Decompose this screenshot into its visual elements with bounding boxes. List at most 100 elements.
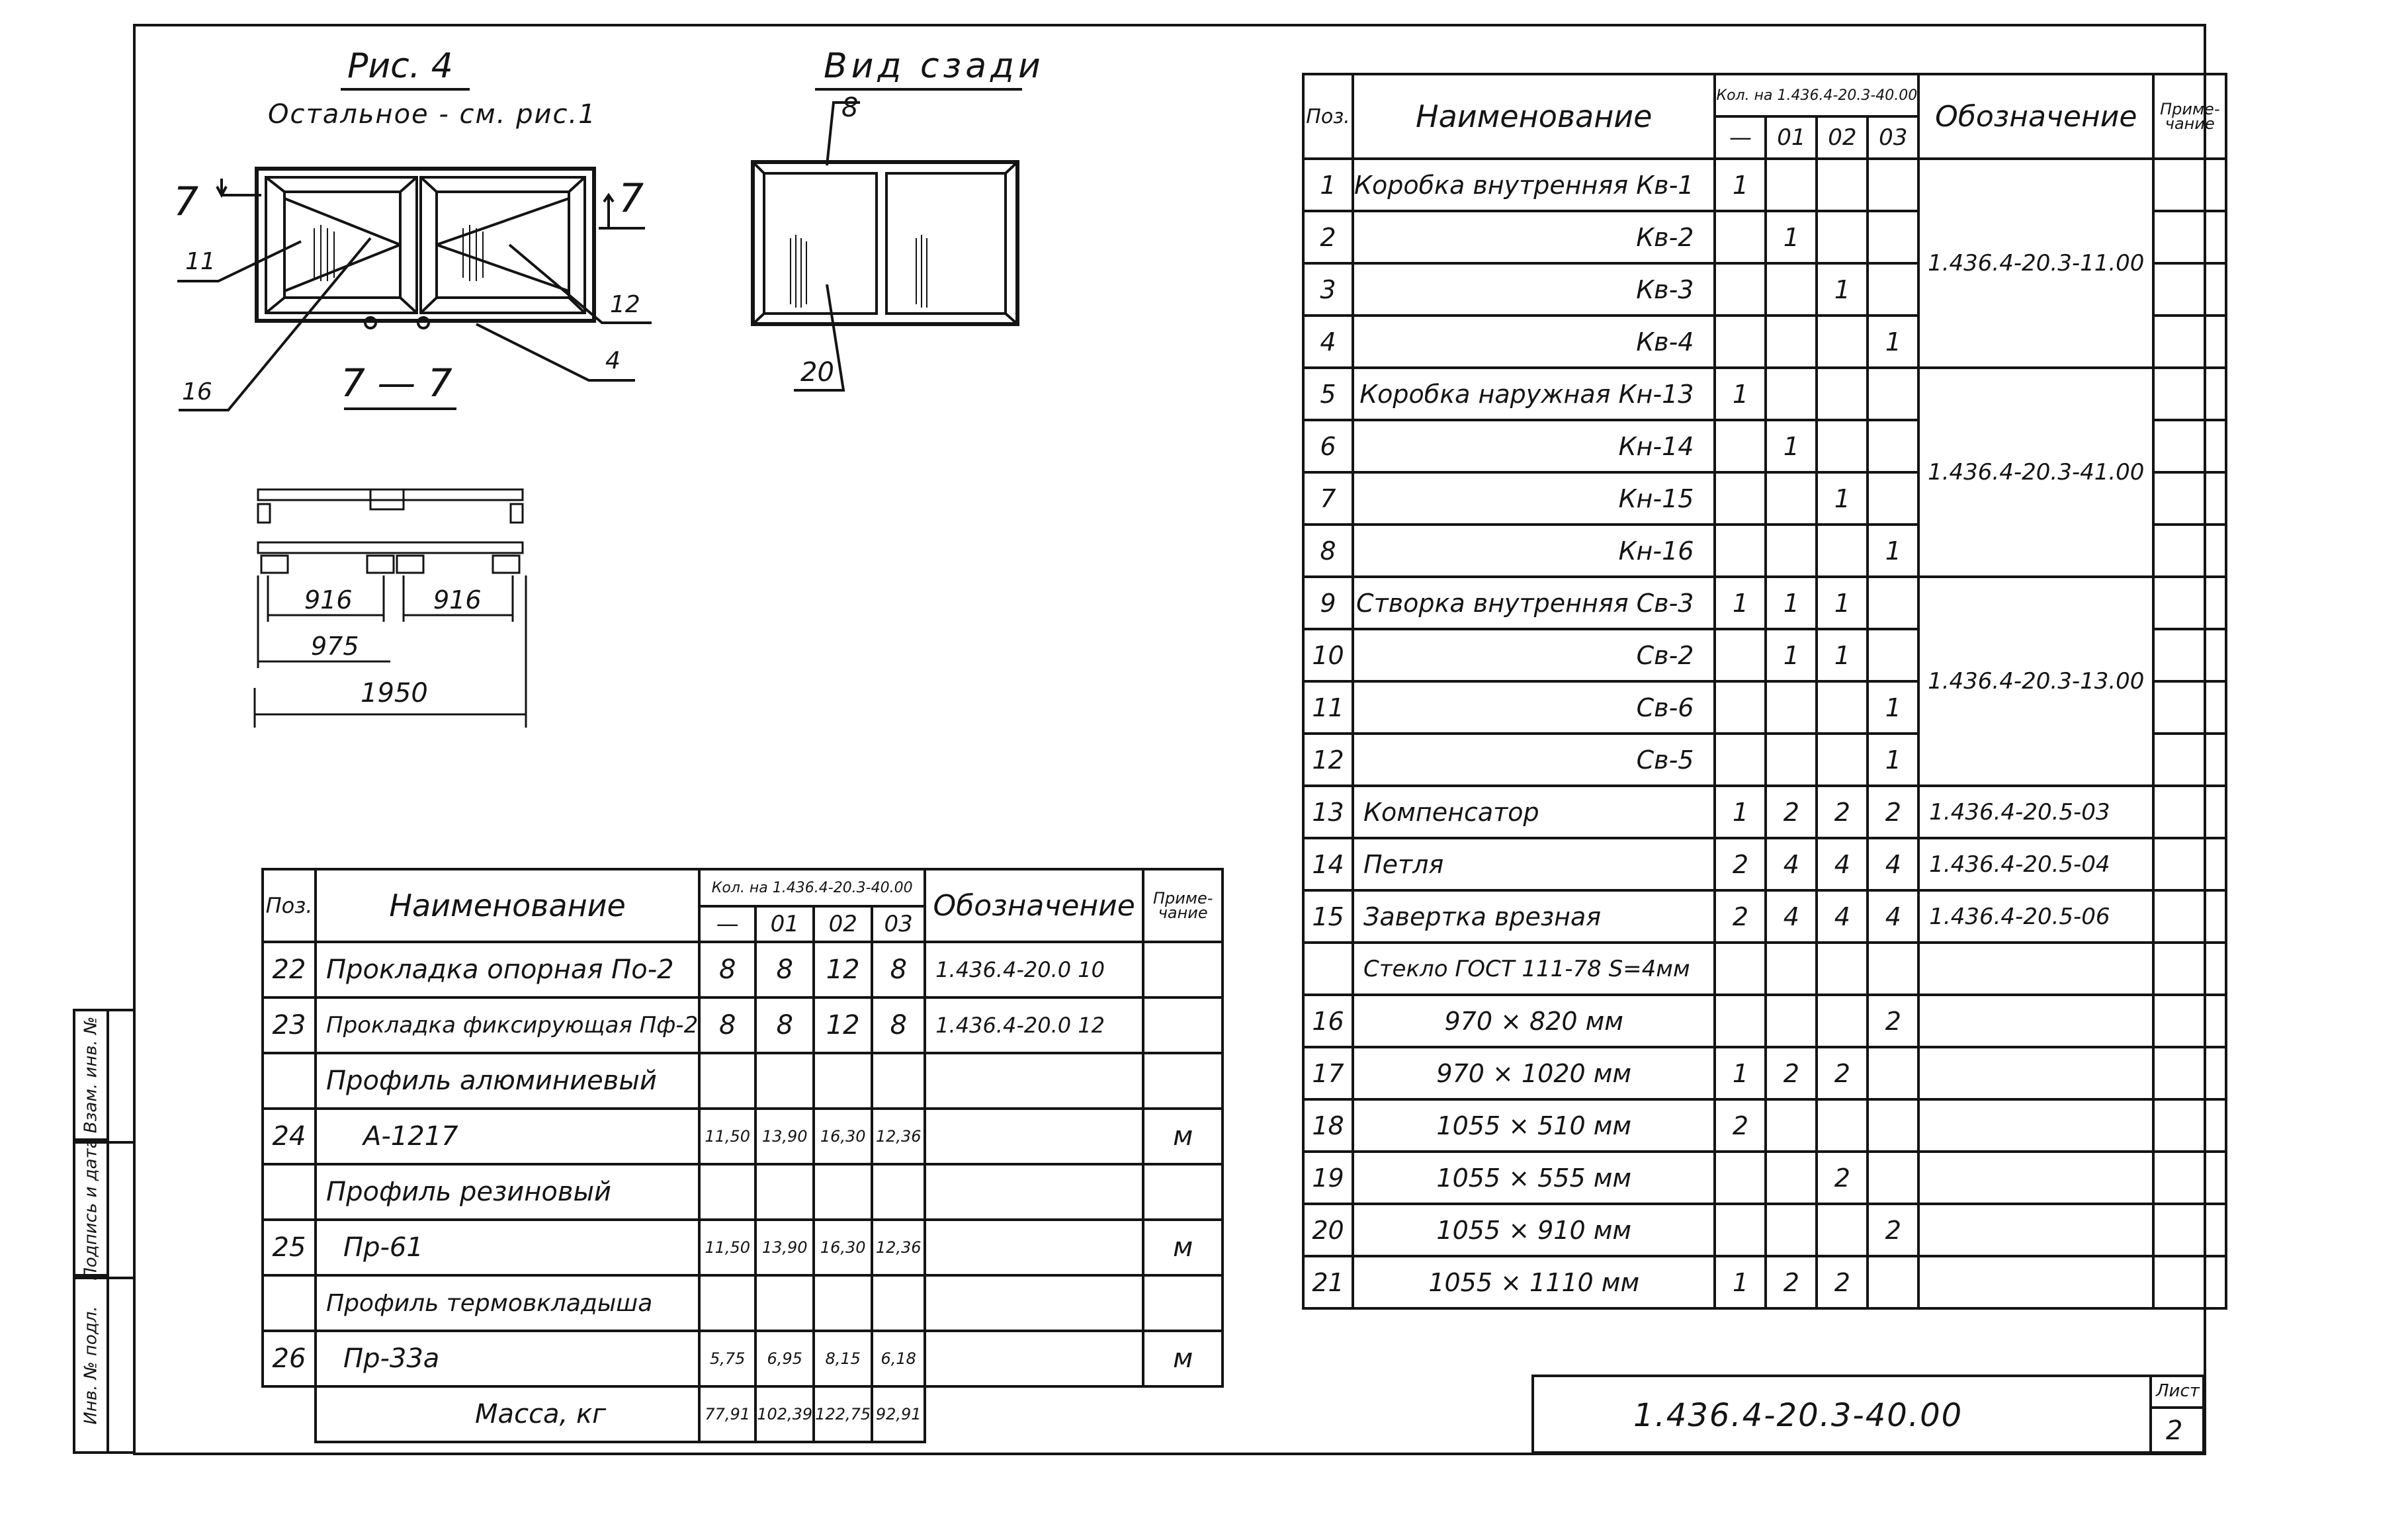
table-row: 5 Коробка наружная Кн-13 1 1.436.4-20.3-… bbox=[1302, 366, 2228, 578]
row-qty bbox=[754, 1163, 816, 1221]
row-qty: 1 bbox=[1713, 366, 1768, 421]
row-note bbox=[2152, 419, 2228, 474]
row-qty: 1 bbox=[1815, 471, 1870, 526]
row-qty bbox=[1764, 732, 1819, 787]
row-qty bbox=[1713, 732, 1768, 787]
col-header-qty-03: 03 bbox=[871, 905, 927, 943]
row-note bbox=[2152, 837, 2228, 892]
table-row: 25 Пр-61 11,50 13,90 16,30 12,36 м bbox=[261, 1218, 1225, 1277]
row-name: Кв-2 bbox=[1351, 210, 1717, 265]
table-row: 16 970 × 820 мм 2 bbox=[1302, 994, 2228, 1048]
row-qty bbox=[812, 1052, 874, 1110]
row-qty: 1 bbox=[1815, 628, 1870, 683]
row-pos: 10 bbox=[1302, 628, 1354, 683]
row-qty bbox=[1713, 262, 1768, 317]
row-qty bbox=[871, 1052, 927, 1110]
row-designation bbox=[924, 1107, 1145, 1165]
row-note bbox=[2152, 157, 2228, 212]
row-qty: 2 bbox=[1815, 1046, 1870, 1101]
row-qty bbox=[1815, 941, 1870, 996]
sheet-number: 2 bbox=[2166, 1416, 2183, 1446]
col-header-qty-base: — bbox=[1713, 115, 1768, 160]
row-name: Кн-16 bbox=[1351, 523, 1717, 578]
row-qty bbox=[1815, 732, 1870, 787]
table-row: Профиль термовкладыша bbox=[261, 1274, 1225, 1332]
row-qty bbox=[1866, 575, 1920, 630]
row-note bbox=[2152, 628, 2228, 683]
row-qty: 5,75 bbox=[698, 1330, 757, 1388]
row-name: Пр-61 bbox=[314, 1218, 701, 1277]
row-pos: 22 bbox=[261, 941, 317, 999]
row-qty: 4 bbox=[1866, 889, 1920, 944]
dim-975: 975 bbox=[311, 632, 359, 661]
side-stamp-inventory: Инв. № подл. bbox=[73, 1277, 109, 1454]
row-qty: 1 bbox=[1713, 784, 1768, 839]
row-qty bbox=[1764, 994, 1819, 1048]
row-pos: 14 bbox=[1302, 837, 1354, 892]
callout-8: 8 bbox=[841, 93, 859, 123]
section-title: 7 — 7 bbox=[341, 360, 452, 405]
row-qty bbox=[812, 1274, 874, 1332]
row-pos: 1 bbox=[1302, 157, 1354, 212]
row-designation bbox=[1917, 1255, 2155, 1310]
row-qty: 2 bbox=[1713, 837, 1768, 892]
row-name: А-1217 bbox=[314, 1107, 701, 1165]
section-mark-left: 7 bbox=[173, 179, 199, 225]
row-qty: 1 bbox=[1764, 210, 1819, 265]
rear-view bbox=[751, 88, 1022, 392]
col-header-pos: Поз. bbox=[1302, 73, 1354, 160]
row-qty: 12,36 bbox=[871, 1107, 927, 1165]
row-pos: 26 bbox=[261, 1330, 317, 1388]
row-name: 1055 × 1110 мм bbox=[1351, 1255, 1717, 1310]
row-qty: 2 bbox=[1713, 1098, 1768, 1153]
row-qty bbox=[1866, 157, 1920, 212]
row-qty: 12 bbox=[812, 996, 874, 1054]
row-qty bbox=[1713, 1150, 1768, 1205]
row-name: Пр-33а bbox=[314, 1330, 701, 1388]
table-row: 11 Св-6 1 bbox=[1302, 680, 2228, 735]
row-pos: 8 bbox=[1302, 523, 1354, 578]
col-header-note: Приме- чание bbox=[2152, 73, 2228, 160]
row-note bbox=[2152, 314, 2228, 369]
row-qty bbox=[1866, 419, 1920, 474]
mass-row: Масса, кг 77,91 102,39 122,75 92,91 bbox=[263, 1385, 1223, 1443]
row-qty: 8 bbox=[871, 941, 927, 999]
row-designation: 1.436.4-20.5-04 bbox=[1917, 837, 2155, 892]
row-qty: 1 bbox=[1866, 523, 1920, 578]
row-qty bbox=[754, 1274, 816, 1332]
row-qty bbox=[1815, 680, 1870, 735]
row-note bbox=[2152, 941, 2228, 996]
table-row: 13 Компенсатор 1 2 2 2 1.436.4-20.5-03 bbox=[1302, 784, 2228, 839]
spec-table-secondary: Поз. Наименование Кол. на 1.436.4-20.3-4… bbox=[261, 868, 1225, 1443]
row-name: 1055 × 510 мм bbox=[1351, 1098, 1717, 1153]
row-pos: 16 bbox=[1302, 994, 1354, 1048]
row-qty bbox=[1764, 262, 1819, 317]
table-row: 8 Кн-16 1 bbox=[1302, 523, 2228, 578]
row-qty: 13,90 bbox=[754, 1218, 816, 1277]
table-row: 23 Прокладка фиксирующая Пф-2 8 8 12 8 1… bbox=[261, 996, 1225, 1054]
row-note: м bbox=[1142, 1330, 1225, 1388]
col-header-qty-01: 01 bbox=[1764, 115, 1819, 160]
row-qty: 1 bbox=[1713, 1255, 1768, 1310]
col-header-note: Приме- чание bbox=[1142, 868, 1225, 943]
row-name: 1055 × 910 мм bbox=[1351, 1203, 1717, 1257]
row-note bbox=[2152, 784, 2228, 839]
row-qty: 4 bbox=[1815, 889, 1870, 944]
row-qty bbox=[698, 1052, 757, 1110]
sheet-label: Лист bbox=[2156, 1381, 2200, 1401]
row-qty: 1 bbox=[1815, 575, 1870, 630]
row-designation bbox=[1917, 1203, 2155, 1257]
row-designation bbox=[1917, 1150, 2155, 1205]
front-view bbox=[177, 88, 652, 411]
row-qty bbox=[1764, 1150, 1819, 1205]
table-row: 3 Кв-3 1 bbox=[1302, 262, 2228, 317]
row-name: 970 × 1020 мм bbox=[1351, 1046, 1717, 1101]
table-row: Профиль резиновый bbox=[261, 1163, 1225, 1221]
row-qty bbox=[698, 1274, 757, 1332]
leader-16 bbox=[179, 237, 372, 411]
row-qty bbox=[1815, 366, 1870, 421]
row-name: Прокладка опорная По-2 bbox=[314, 941, 701, 999]
row-name: Кн-15 bbox=[1351, 471, 1717, 526]
row-qty: 8 bbox=[698, 941, 757, 999]
row-note bbox=[2152, 471, 2228, 526]
